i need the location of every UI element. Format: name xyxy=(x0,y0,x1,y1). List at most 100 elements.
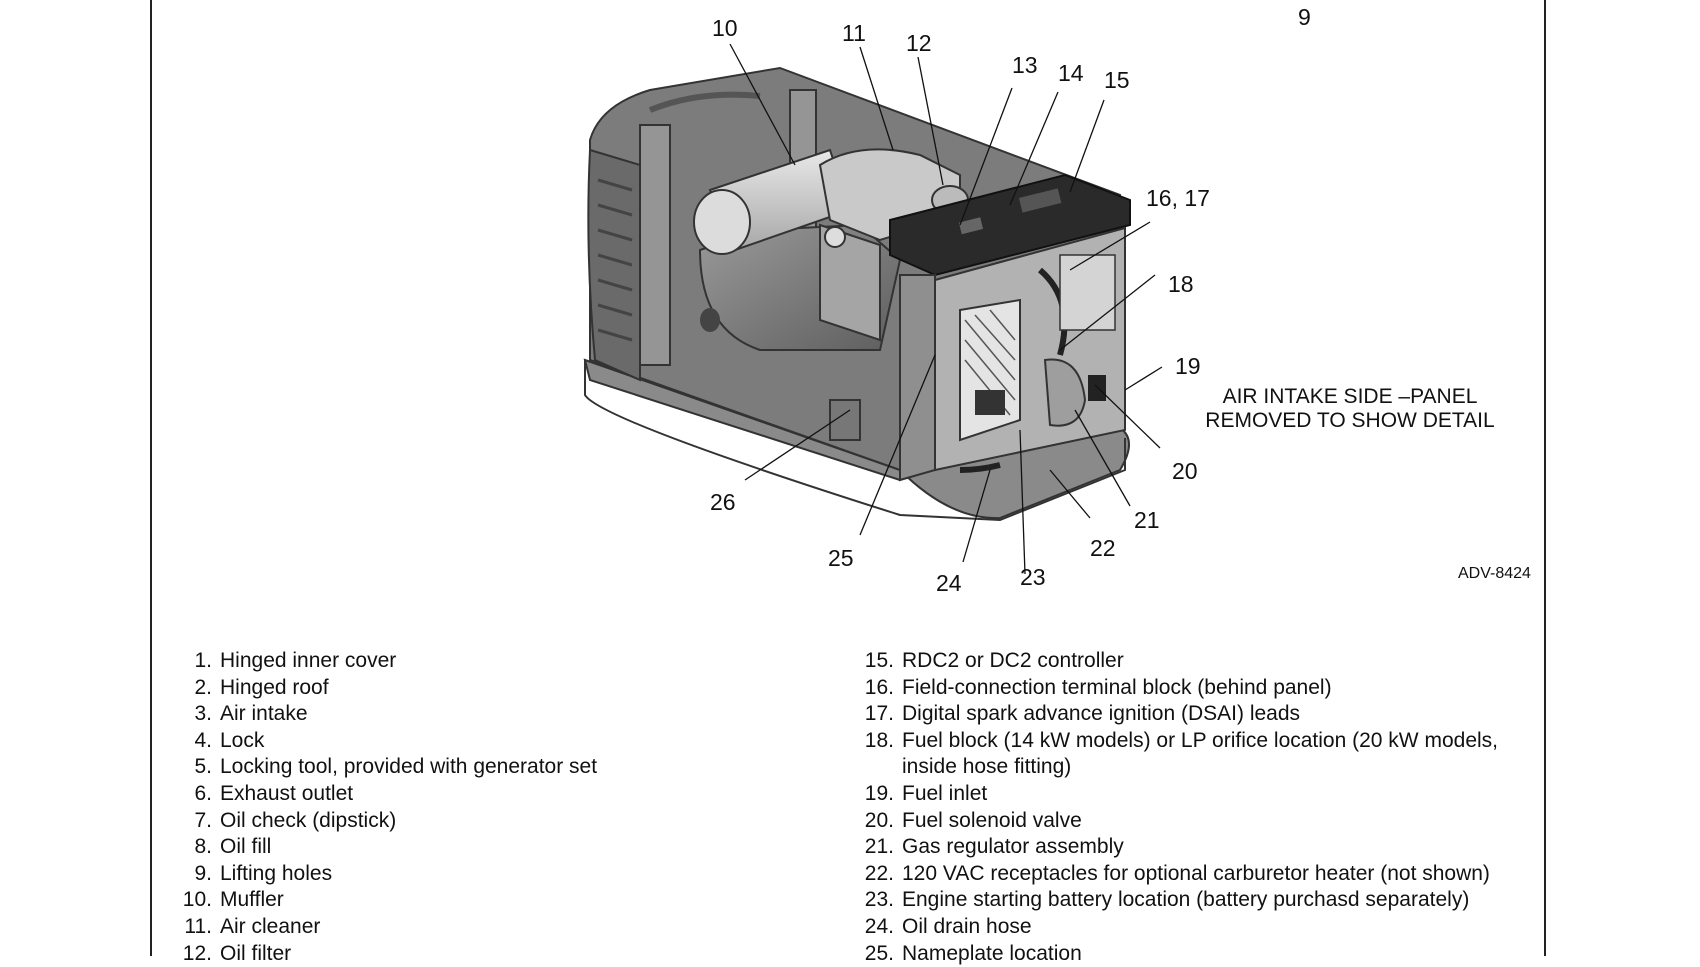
callout-25: 25 xyxy=(828,545,854,571)
callout-26: 26 xyxy=(710,489,736,515)
legend-number: 20. xyxy=(864,808,894,832)
legend-right-column: 15. RDC2 or DC2 controller 16. Field-conne… xyxy=(852,648,1542,967)
legend-text: Oil drain hose xyxy=(902,914,1032,938)
figure-note-line-2: REMOVED TO SHOW DETAIL xyxy=(1205,409,1495,432)
legend-number: 8. xyxy=(194,835,212,859)
callout-9: 9 xyxy=(1298,4,1311,30)
legend-text: Oil fill xyxy=(220,835,272,859)
controller-panel xyxy=(889,173,1131,277)
generator-illustration xyxy=(583,43,1163,575)
callout-18: 18 xyxy=(1168,271,1194,297)
legend-number: 18. xyxy=(864,728,894,752)
legend-number xyxy=(852,754,902,781)
legend-number: 12. xyxy=(182,941,212,965)
legend-item: 11.Air cleaner xyxy=(170,914,820,941)
figure-note-line-1: AIR INTAKE SIDE –PANEL xyxy=(1222,385,1478,408)
gas-regulator xyxy=(1043,358,1087,427)
callout-16-17: 16, 17 xyxy=(1146,185,1210,211)
figure-note: AIR INTAKE SIDE –PANEL REMOVED TO SHOW D… xyxy=(1180,385,1520,433)
legend-number: 22. xyxy=(864,861,894,885)
legend-number: 15. xyxy=(864,649,894,672)
figure-reference: ADV-8424 xyxy=(1458,565,1531,582)
legend-text: RDC2 or DC2 controller xyxy=(902,649,1124,672)
legend-text: Digital spark advance ignition (DSAI) le… xyxy=(902,702,1301,726)
legend-item: 21. Gas regulator assembly xyxy=(852,834,1542,861)
legend-item: inside hose fitting) xyxy=(852,754,1542,781)
legend-item: 17. Digital spark advance ignition (DSAI)… xyxy=(852,701,1542,728)
legend-item: 9. Lifting holes xyxy=(170,861,820,888)
legend-number: 9. xyxy=(194,861,212,885)
callout-11: 11 xyxy=(842,20,866,46)
legend-item: 12. Oil filter xyxy=(170,941,820,967)
legend-number: 1. xyxy=(194,649,212,672)
legend-number: 16. xyxy=(864,675,894,699)
legend-text: Hinged inner cover xyxy=(220,649,397,672)
legend-number: 17. xyxy=(864,702,894,726)
legend-item: 6. Exhaust outlet xyxy=(170,781,820,808)
legend-text: Fuel block (14 kW models) or LP orifice … xyxy=(902,728,1498,752)
callout-13: 13 xyxy=(1012,52,1038,78)
front-panel xyxy=(899,274,936,482)
legend-item: 10. Muffler xyxy=(170,887,820,914)
callout-21: 21 xyxy=(1134,507,1160,533)
legend-item: 19. Fuel inlet xyxy=(852,781,1542,808)
page-border-left xyxy=(150,0,152,956)
legend-text: Field-connection terminal block (behind … xyxy=(902,675,1332,699)
callout-15: 15 xyxy=(1104,67,1130,93)
legend-number: 10. xyxy=(182,888,212,912)
legend-item: 2. Hinged roof xyxy=(170,675,820,702)
legend-text: Exhaust outlet xyxy=(220,781,354,805)
legend-item: 5. Locking tool, provided with generator … xyxy=(170,754,820,781)
legend-number: 2. xyxy=(194,675,212,699)
callout-20: 20 xyxy=(1172,458,1198,484)
legend-number: 19. xyxy=(864,781,894,805)
legend-number: 6. xyxy=(194,781,212,805)
legend-text: 120 VAC receptacles for optional carbure… xyxy=(902,861,1490,885)
legend-text: Fuel inlet xyxy=(902,781,988,805)
legend-item: 22. 120 VAC receptacles for optional carb… xyxy=(852,861,1542,888)
legend-item: 8. Oil fill xyxy=(170,834,820,861)
legend-number: 3. xyxy=(194,702,212,726)
legend-text: Lock xyxy=(220,728,265,752)
legend-item: 18. Fuel block (14 kW models) or LP orifi… xyxy=(852,728,1542,755)
callout-19: 19 xyxy=(1175,353,1201,379)
legend-item: 25. Nameplate location xyxy=(852,941,1542,967)
legend-number: 24. xyxy=(864,914,894,938)
legend-item: 20. Fuel solenoid valve xyxy=(852,808,1542,835)
legend-item: 7. Oil check (dipstick) xyxy=(170,808,820,835)
legend-text: Locking tool, provided with generator se… xyxy=(220,755,598,779)
legend-text: Nameplate location xyxy=(902,941,1082,965)
legend-item: 24. Oil drain hose xyxy=(852,914,1542,941)
legend-text: Gas regulator assembly xyxy=(902,835,1124,859)
legend-left-column: 1. Hinged inner cover 2. Hinged roof 3. Air… xyxy=(170,648,820,967)
legend-text: Air intake xyxy=(220,702,308,726)
legend-text: Air cleaner xyxy=(220,914,321,938)
legend-item: 3. Air intake xyxy=(170,701,820,728)
callout-14: 14 xyxy=(1058,60,1084,86)
legend-text: Oil filter xyxy=(220,941,292,965)
callout-23: 23 xyxy=(1020,564,1046,590)
legend-text: Engine starting battery location (batter… xyxy=(902,888,1470,912)
legend-item: 15. RDC2 or DC2 controller xyxy=(852,648,1542,675)
page-border-right xyxy=(1544,0,1546,956)
callout-10: 10 xyxy=(712,15,738,41)
legend-item: 23. Engine starting battery location (bat… xyxy=(852,887,1542,914)
legend-number: 23. xyxy=(864,888,894,912)
callout-12: 12 xyxy=(906,30,932,56)
legend-text: Lifting holes xyxy=(220,861,333,885)
callout-22: 22 xyxy=(1090,535,1116,561)
legend-number: 4. xyxy=(194,728,212,752)
callout-24: 24 xyxy=(936,570,962,596)
legend-text: Oil check (dipstick) xyxy=(220,808,397,832)
legend-text: inside hose fitting) xyxy=(902,755,1072,779)
legend-number: 21. xyxy=(864,835,894,859)
legend-number: 5. xyxy=(194,755,212,779)
legend-number: 25. xyxy=(864,941,894,965)
legend-text: Hinged roof xyxy=(220,675,329,699)
legend-number: 7. xyxy=(194,808,212,832)
legend-item: 4. Lock xyxy=(170,728,820,755)
legend-item: 1. Hinged inner cover xyxy=(170,648,820,675)
legend-item: 16. Field-connection terminal block (behi… xyxy=(852,675,1542,702)
legend-text: Muffler xyxy=(220,888,284,912)
legend-text: Fuel solenoid valve xyxy=(902,808,1082,832)
